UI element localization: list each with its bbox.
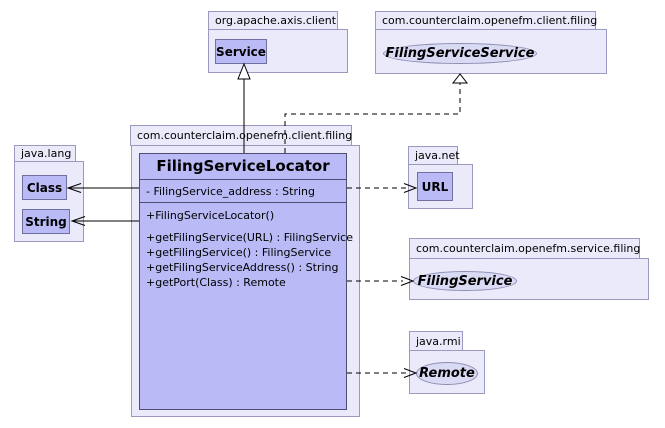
interface-node-remote[interactable]: Remote — [416, 362, 478, 385]
class-node-service[interactable]: Service — [215, 39, 267, 64]
package-tab-java-net: java.net — [408, 146, 460, 165]
package-tab-java-rmi: java.rmi — [409, 331, 463, 351]
class-attributes-compartment: - FilingService_address : String — [140, 179, 346, 202]
class-node-string[interactable]: String — [22, 209, 70, 234]
package-tab-java-lang: java.lang — [14, 145, 76, 162]
package-label-java-rmi: java.rmi — [416, 334, 461, 348]
class-node-url[interactable]: URL — [417, 172, 453, 201]
constructor-row: +FilingServiceLocator() — [146, 209, 275, 222]
class-name-service: Service — [216, 44, 266, 59]
package-label-service-filing: com.counterclaim.openefm.service.filing — [416, 242, 641, 255]
interface-name-filing-service-service: FilingServiceService — [385, 46, 535, 61]
package-label-client-filing-main: com.counterclaim.openefm.client.filing — [137, 129, 353, 142]
method-row: +getPort(Class) : Remote — [146, 276, 286, 289]
package-label-axis: org.apache.axis.client — [215, 14, 337, 27]
interface-name-filing-service: FilingService — [417, 273, 513, 289]
interface-node-filing-service[interactable]: FilingService — [413, 271, 517, 291]
package-label-java-net: java.net — [415, 149, 460, 162]
class-operations-compartment: +FilingServiceLocator() +getFilingServic… — [140, 202, 353, 293]
interface-node-filing-service-service[interactable]: FilingServiceService — [383, 43, 537, 64]
class-node-filing-service-locator[interactable]: FilingServiceLocator - FilingService_add… — [139, 153, 353, 410]
class-name-class: Class — [26, 180, 63, 195]
class-name-string: String — [25, 214, 67, 229]
attribute-row: - FilingService_address : String — [146, 185, 316, 198]
method-row: +getFilingService(URL) : FilingService — [146, 231, 353, 244]
package-tab-axis: org.apache.axis.client — [208, 11, 338, 30]
method-row: +getFilingService() : FilingService — [146, 246, 332, 259]
package-label-java-lang: java.lang — [21, 147, 72, 160]
package-label-client-filing-top: com.counterclaim.openefm.client.filing — [382, 14, 598, 27]
operations-spacer — [146, 223, 340, 230]
method-row: +getFilingServiceAddress() : String — [146, 261, 339, 274]
class-name-url: URL — [421, 179, 449, 194]
package-tab-client-filing-main: com.counterclaim.openefm.client.filing — [130, 125, 352, 146]
package-tab-client-filing-top: com.counterclaim.openefm.client.filing — [375, 11, 598, 30]
class-node-class[interactable]: Class — [22, 175, 67, 200]
interface-name-remote: Remote — [419, 366, 475, 381]
class-title: FilingServiceLocator — [156, 157, 330, 175]
package-tab-service-filing: com.counterclaim.openefm.service.filing — [409, 238, 640, 259]
